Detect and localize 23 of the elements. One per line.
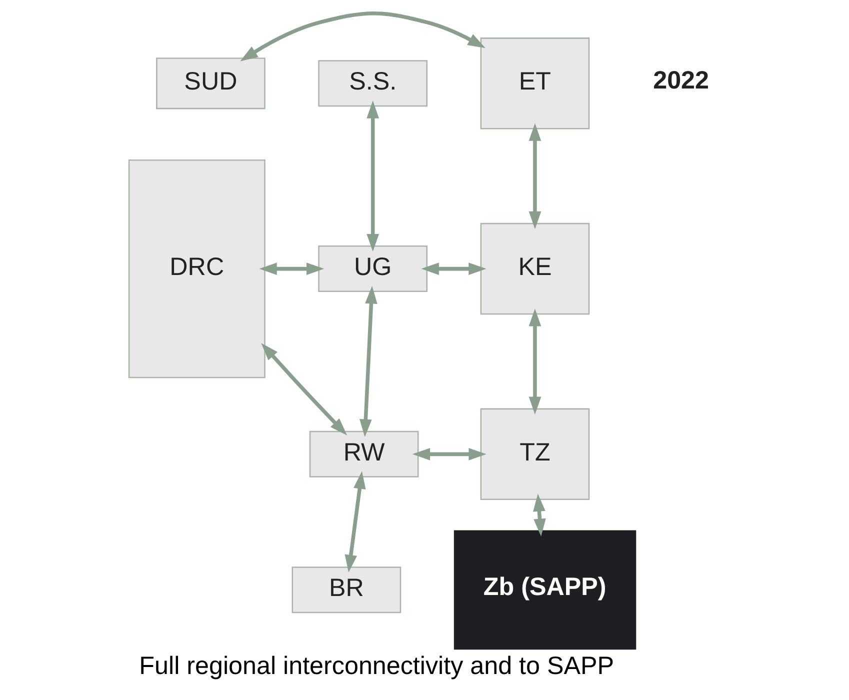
node-box: DRC: [128, 159, 265, 378]
arrow: [528, 308, 541, 414]
arrow: [359, 286, 377, 437]
arrow: [532, 494, 546, 536]
node-box: BR: [291, 566, 401, 614]
arrow: [420, 262, 486, 275]
node-box: SUD: [156, 58, 265, 110]
arrow: [240, 11, 485, 62]
node-box: UG: [318, 246, 428, 292]
arrow: [258, 262, 324, 275]
node-box: TZ: [480, 408, 590, 500]
arrow: [366, 100, 379, 252]
node-box: Zb (SAPP): [453, 530, 636, 650]
caption: Full regional interconnectivity and to SAPP: [138, 652, 614, 680]
arrow: [260, 342, 347, 436]
node-box: KE: [480, 222, 590, 315]
arrow: [344, 471, 366, 573]
label: 2022: [652, 66, 709, 94]
node-box: S.S.: [318, 60, 428, 107]
arrow: [412, 448, 486, 460]
node-box: ET: [480, 38, 590, 130]
node-box: RW: [308, 430, 418, 478]
arrow: [528, 123, 541, 230]
